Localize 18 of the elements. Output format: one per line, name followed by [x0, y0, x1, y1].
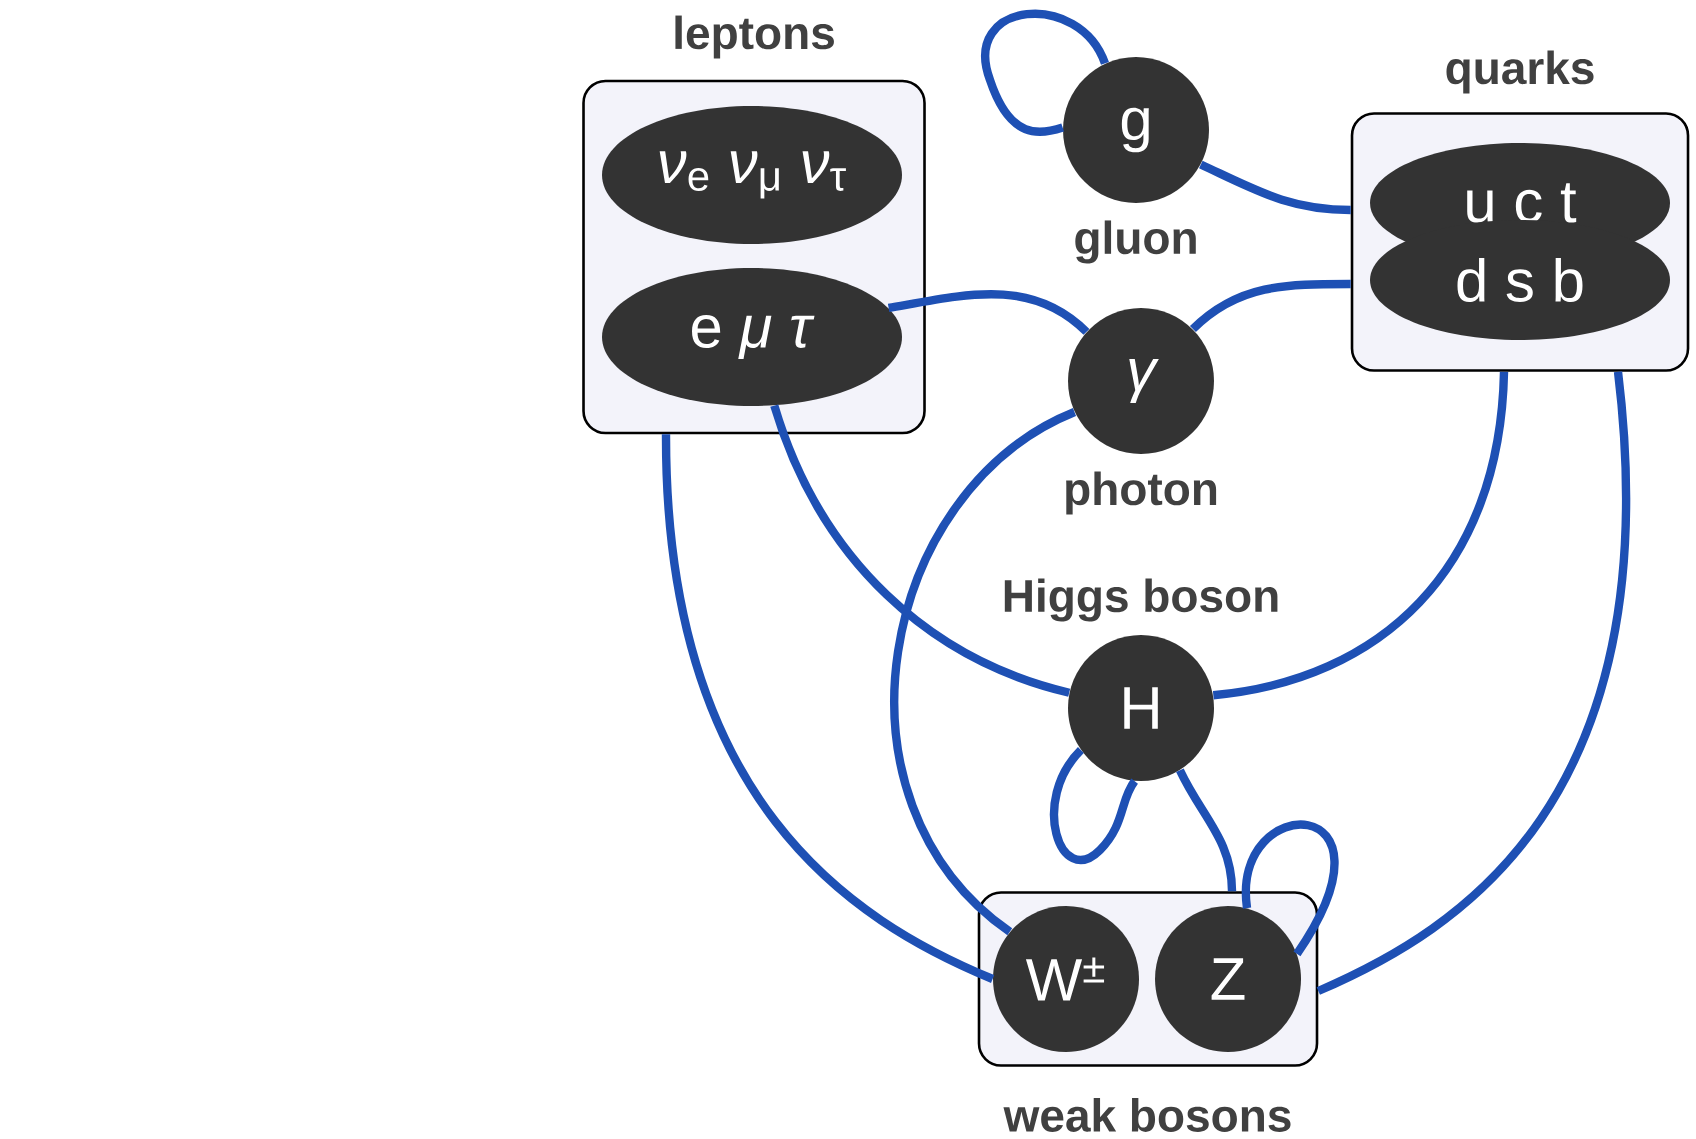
self-loop — [1242, 821, 1339, 957]
group-heading: quarks — [1446, 50, 1594, 94]
interaction-line — [1176, 768, 1237, 892]
interaction-line — [887, 290, 1090, 336]
interaction-line — [1199, 160, 1351, 215]
self-loop — [981, 9, 1109, 136]
particle-name: Higgs boson — [1004, 578, 1278, 622]
self-loop — [1050, 747, 1139, 864]
particle-name: gluon — [1075, 220, 1196, 264]
interaction-line — [661, 434, 995, 983]
interaction-line — [770, 404, 1071, 697]
particle-name: photon — [1066, 471, 1217, 515]
interaction-line — [1212, 371, 1509, 700]
interaction-line — [1190, 279, 1351, 333]
group-heading: weak bosons — [1003, 1098, 1291, 1132]
interaction-line — [1316, 371, 1630, 995]
group-heading: leptons — [675, 15, 834, 59]
interaction-line — [890, 408, 1077, 935]
